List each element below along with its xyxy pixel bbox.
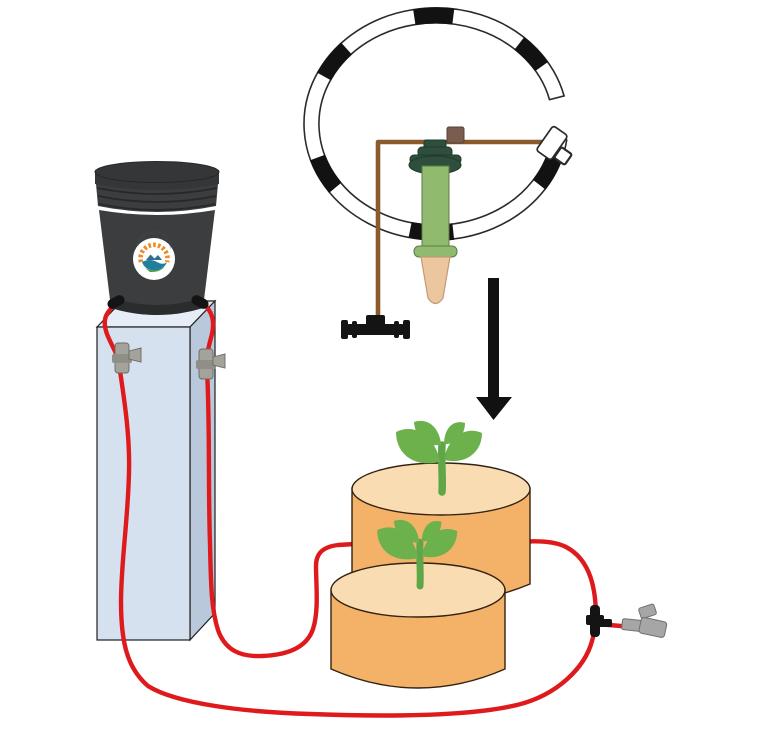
logo-wave-icon <box>142 260 167 271</box>
supply-tube <box>375 139 549 324</box>
spike-flange <box>413 245 458 258</box>
tee-fitting <box>586 605 612 637</box>
ring-pad <box>310 154 342 193</box>
logo-sun-rays-icon <box>138 242 170 263</box>
olla-watering-spike <box>408 126 465 305</box>
bucket-bottom-shadow <box>111 298 203 315</box>
left-outlet <box>107 295 125 309</box>
bucket-outlet-spouts <box>107 295 209 309</box>
bucket-ridges <box>96 184 218 212</box>
ring-open-end-cap <box>536 125 573 166</box>
reservoir-bucket: SUSTAINABLE VILLAGE <box>94 161 220 315</box>
pot-front <box>330 562 506 689</box>
barbed-tee-fitting <box>341 315 410 339</box>
bucket-logo: SUSTAINABLE VILLAGE <box>133 230 175 280</box>
grow-pots <box>330 421 531 689</box>
ring-pad <box>514 37 549 72</box>
ring-pad <box>532 154 562 190</box>
left-valve <box>112 342 142 374</box>
quick-connect-fitting <box>621 603 668 638</box>
spike-plug <box>446 126 465 144</box>
spike-body <box>421 165 450 251</box>
ring-pad <box>317 42 353 81</box>
pot-body <box>330 589 506 689</box>
ring-pad <box>413 7 455 26</box>
end-clip <box>553 146 573 166</box>
down-arrow-icon <box>476 278 512 420</box>
ring-body <box>303 7 568 241</box>
right-valve <box>196 348 226 380</box>
stand-front-face <box>96 326 191 641</box>
right-outlet <box>191 295 209 309</box>
logo-village-icon <box>146 254 162 260</box>
bucket-lid-top <box>94 161 220 183</box>
spike-cone <box>420 256 451 305</box>
